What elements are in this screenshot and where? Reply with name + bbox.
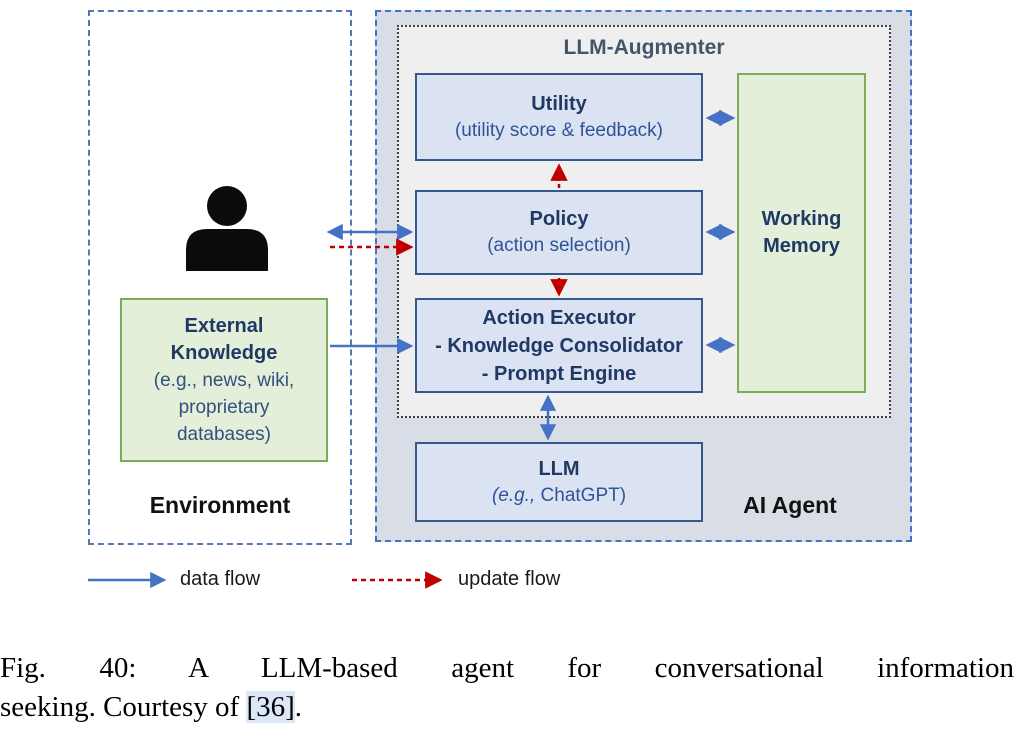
utility-subtitle: (utility score & feedback) [454, 119, 664, 141]
llm-title: LLM [538, 457, 580, 480]
action-executor-box: Action Executor - Knowledge Consolidator… [415, 298, 703, 393]
external-knowledge-name-line2: Knowledge [170, 341, 278, 364]
legend-update-flow-label: update flow [458, 568, 561, 590]
external-knowledge-detail-line1: (e.g., news, wiki, [153, 369, 295, 391]
action-executor-line1: Action Executor [482, 306, 636, 329]
caption-period: . [294, 691, 303, 723]
policy-subtitle: (action selection) [487, 235, 631, 256]
llm-subtitle: (e.g., ChatGPT) [492, 483, 626, 509]
caption-line1: Fig. 40: A LLM-based agent for conversat… [0, 652, 1014, 684]
working-memory-line1: Working [761, 208, 842, 230]
environment-label: Environment [149, 492, 291, 518]
person-icon [186, 186, 268, 271]
working-memory-line2: Memory [763, 235, 840, 257]
external-knowledge-box: External Knowledge (e.g., news, wiki, pr… [120, 298, 328, 462]
ai-agent-label: AI Agent [743, 492, 837, 518]
working-memory-box: Working Memory [737, 73, 866, 393]
llm-subtitle-italic: (e.g., [491, 484, 536, 506]
policy-title: Policy [529, 208, 589, 230]
policy-box: Policy (action selection) [415, 190, 703, 275]
external-knowledge-name-line1: External [184, 314, 264, 337]
llm-box: LLM (e.g., ChatGPT) [415, 442, 703, 522]
llm-subtitle-plain: ChatGPT) [535, 484, 627, 506]
citation-link[interactable]: [36] [246, 691, 295, 723]
legend-data-flow-label: data flow [180, 568, 261, 590]
caption-line2-text: seeking. Courtesy of [0, 691, 247, 723]
action-executor-line3: - Prompt Engine [481, 362, 637, 385]
utility-title: Utility [531, 92, 587, 115]
external-knowledge-detail-line2: proprietary [178, 396, 270, 418]
action-executor-line2: - Knowledge Consolidator [435, 334, 683, 357]
caption-line2: seeking. Courtesy of [36]. [0, 688, 1014, 727]
external-knowledge-detail-line3: databases) [176, 423, 271, 445]
environment-box [88, 10, 352, 545]
utility-box: Utility (utility score & feedback) [415, 73, 703, 161]
figure-caption: Fig. 40: A LLM-based agent for conversat… [0, 649, 1014, 727]
llm-augmenter-title: LLM-Augmenter [563, 36, 725, 59]
